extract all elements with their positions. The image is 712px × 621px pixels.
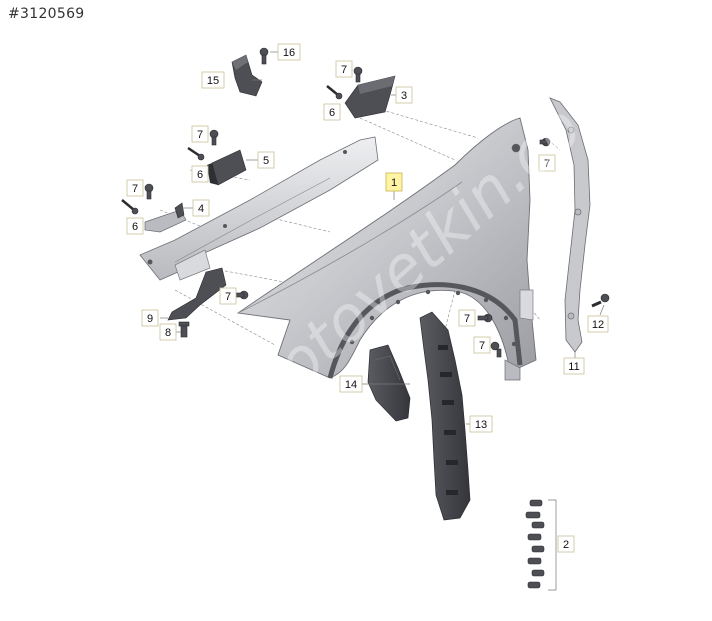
bolt-part-8 xyxy=(178,321,190,338)
callout-2[interactable]: 2 xyxy=(557,535,575,553)
callout-6[interactable]: 6 xyxy=(126,217,144,235)
svg-text:1: 1 xyxy=(391,177,397,189)
callout-7[interactable]: 7 xyxy=(458,309,476,327)
callout-12[interactable]: 12 xyxy=(587,315,609,333)
svg-text:7: 7 xyxy=(479,340,485,352)
callout-15[interactable]: 15 xyxy=(201,71,225,89)
wheel-arch-liner-part-13 xyxy=(419,311,471,521)
svg-text:2: 2 xyxy=(563,539,569,551)
callout-1[interactable]: 1 xyxy=(385,172,403,192)
screw-part-6 xyxy=(121,199,139,215)
support-rail xyxy=(139,136,379,281)
svg-text:6: 6 xyxy=(132,221,138,233)
screw-part-7 xyxy=(353,66,363,83)
screws xyxy=(121,47,610,358)
screw-part-6 xyxy=(326,85,343,100)
screw-part-12 xyxy=(591,293,610,308)
callout-leaders xyxy=(160,51,605,425)
callout-9[interactable]: 9 xyxy=(141,309,159,327)
svg-text:16: 16 xyxy=(283,47,295,59)
fender-mounting-holes xyxy=(349,143,521,347)
callout-8[interactable]: 8 xyxy=(159,323,177,341)
callout-labels: 1 2 3 4 5 6 6 6 7 7 7 7 7 7 7 8 9 11 12 … xyxy=(126,43,609,553)
splash-pad-part-14 xyxy=(367,344,411,422)
svg-text:7: 7 xyxy=(132,183,138,195)
callout-3[interactable]: 3 xyxy=(395,86,413,104)
screw-part-7 xyxy=(233,290,249,300)
svg-text:4: 4 xyxy=(198,203,204,215)
screw-part-7 xyxy=(209,129,219,146)
svg-text:6: 6 xyxy=(329,107,335,119)
callout-7[interactable]: 7 xyxy=(473,336,491,354)
bracket-part-5 xyxy=(207,149,247,186)
screw-part-6 xyxy=(187,146,205,161)
screw-part-7 xyxy=(539,137,551,147)
bracket-part-9 xyxy=(167,267,227,321)
callout-4[interactable]: 4 xyxy=(192,199,210,217)
svg-text:13: 13 xyxy=(475,419,487,431)
callout-11[interactable]: 11 xyxy=(563,357,585,375)
svg-text:7: 7 xyxy=(544,158,550,170)
svg-text:9: 9 xyxy=(147,313,153,325)
svg-text:7: 7 xyxy=(197,129,203,141)
screw-part-7 xyxy=(144,183,154,200)
callout-7[interactable]: 7 xyxy=(191,125,209,143)
bracket-part-15 xyxy=(231,54,263,97)
reference-id: #3120569 xyxy=(8,6,85,22)
svg-text:7: 7 xyxy=(341,64,347,76)
svg-text:6: 6 xyxy=(197,169,203,181)
fender-panel xyxy=(236,117,537,381)
svg-text:8: 8 xyxy=(165,327,171,339)
callout-7[interactable]: 7 xyxy=(538,154,556,172)
callout-6[interactable]: 6 xyxy=(323,103,341,121)
svg-text:7: 7 xyxy=(464,313,470,325)
bracket-part-3 xyxy=(344,75,396,119)
svg-text:14: 14 xyxy=(345,379,357,391)
svg-text:5: 5 xyxy=(263,155,269,167)
bracket-part-4 xyxy=(144,202,187,233)
clip-set-part-2 xyxy=(525,499,557,591)
screw-part-16 xyxy=(259,47,269,65)
svg-text:11: 11 xyxy=(568,361,579,373)
callout-7[interactable]: 7 xyxy=(219,287,237,305)
callout-6[interactable]: 6 xyxy=(191,165,209,183)
svg-text:7: 7 xyxy=(225,291,231,303)
screw-part-7 xyxy=(490,341,502,358)
svg-text:15: 15 xyxy=(207,75,219,87)
callout-13[interactable]: 13 xyxy=(469,415,493,433)
svg-text:12: 12 xyxy=(592,319,604,331)
callout-7[interactable]: 7 xyxy=(126,179,144,197)
callout-14[interactable]: 14 xyxy=(339,375,363,393)
trim-strip-part-11 xyxy=(549,97,591,353)
callout-5[interactable]: 5 xyxy=(257,151,275,169)
svg-text:3: 3 xyxy=(401,90,407,102)
screw-part-7 xyxy=(477,313,493,323)
callout-7[interactable]: 7 xyxy=(335,60,353,78)
callout-16[interactable]: 16 xyxy=(277,43,301,61)
